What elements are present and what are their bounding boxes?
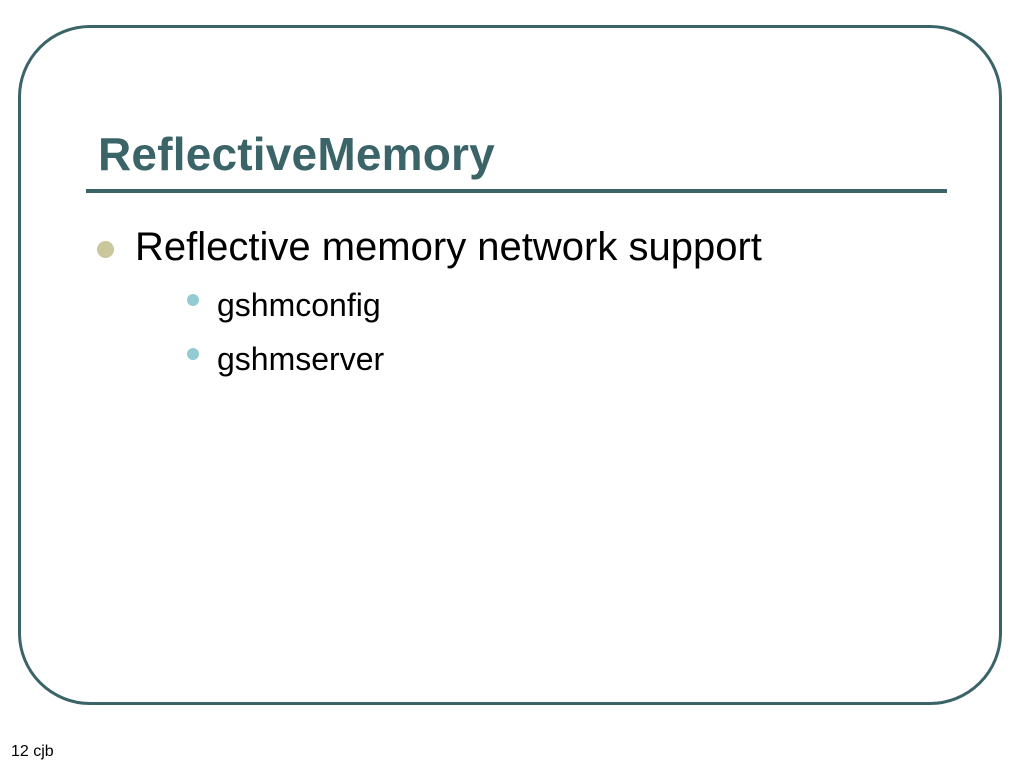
slide-footer: 12 cjb [11,743,54,760]
sub-bullet-item: gshmconfig [172,278,762,332]
sub-bullet-text: gshmserver [217,341,385,377]
sub-bullet-dot-icon [187,294,199,306]
sub-bullet-text: gshmconfig [217,287,381,323]
bullet-item: Reflective memory network support gshmco… [97,220,762,386]
sub-bullet-item: gshmserver [172,332,762,386]
sub-bullet-list: gshmconfig gshmserver [135,278,762,386]
title-underline [86,189,947,193]
slide-frame [18,25,1002,705]
bullet-text: Reflective memory network support [135,225,762,269]
sub-bullet-dot-icon [187,348,199,360]
bullet-list: Reflective memory network support gshmco… [97,220,762,386]
slide-title: ReflectiveMemory [98,128,495,180]
bullet-dot-icon [97,241,114,258]
